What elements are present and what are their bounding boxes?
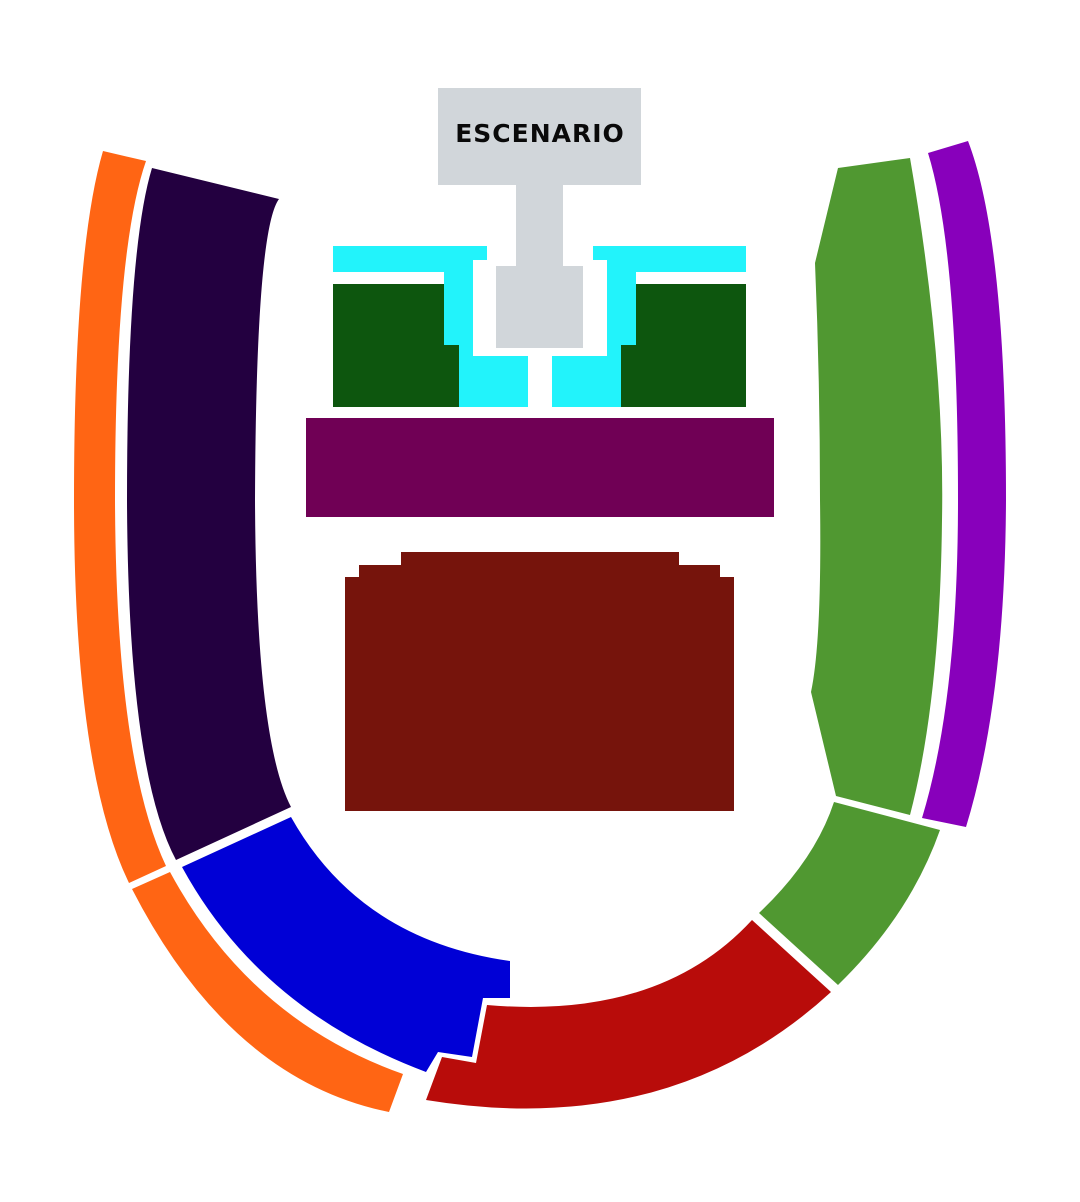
section-general-floor[interactable] <box>345 552 734 811</box>
section-right-lower-south[interactable] <box>759 802 940 985</box>
section-gold[interactable] <box>306 418 774 517</box>
stage-label: ESCENARIO <box>455 119 625 148</box>
section-left-upper-south[interactable] <box>132 872 403 1112</box>
section-platinum-left[interactable] <box>333 284 459 407</box>
section-right-lower[interactable] <box>811 158 943 815</box>
section-left-upper[interactable] <box>74 151 166 883</box>
section-vip-front-right[interactable] <box>552 246 746 407</box>
section-south-blue[interactable] <box>182 817 510 1072</box>
section-platinum-right[interactable] <box>621 284 746 407</box>
section-left-lower[interactable] <box>127 168 291 860</box>
section-vip-front-left[interactable] <box>333 246 528 407</box>
stage <box>438 88 641 348</box>
section-right-upper[interactable] <box>922 141 1006 827</box>
section-south-red[interactable] <box>426 920 831 1109</box>
